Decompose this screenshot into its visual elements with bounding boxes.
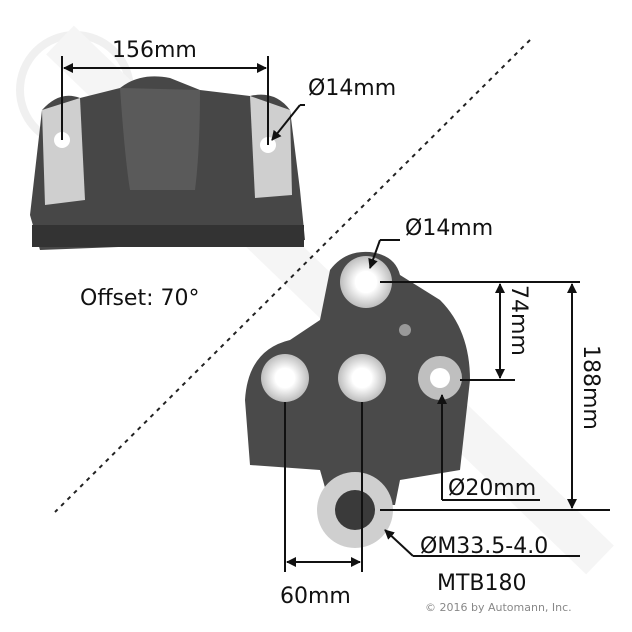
hole — [275, 368, 295, 388]
offset-label: Offset: 70° — [80, 286, 200, 311]
width-dimension-label: 156mm — [112, 38, 197, 63]
height-label: 188mm — [578, 345, 603, 430]
bore-label: ØM33.5-4.0 — [420, 534, 548, 559]
copyright: © 2016 by Automann, Inc. — [425, 601, 572, 614]
hole-spacing-label: 74mm — [506, 285, 531, 356]
side-hole — [430, 368, 450, 388]
top-hole-label: Ø14mm — [308, 76, 396, 101]
top-hole — [355, 271, 377, 293]
bracket-front-view — [245, 251, 470, 548]
hole — [352, 368, 372, 388]
bore-sleeve — [335, 490, 375, 530]
top-hole-label: Ø14mm — [405, 216, 493, 241]
side-hole-label: Ø20mm — [448, 476, 536, 501]
view-divider — [54, 39, 531, 513]
part-number: MTB180 — [437, 571, 527, 596]
spacing-label: 60mm — [280, 584, 351, 609]
bracket-top-view — [30, 76, 305, 250]
